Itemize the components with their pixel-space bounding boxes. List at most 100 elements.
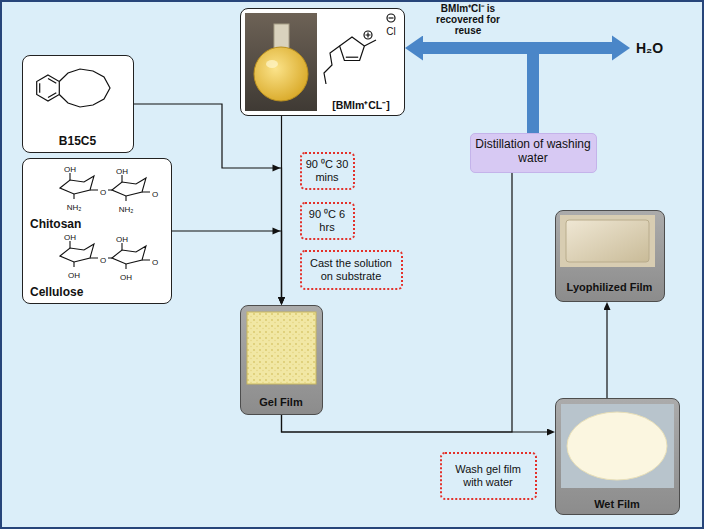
- bonds: [70, 173, 150, 201]
- process-arrow: [606, 310, 607, 398]
- label-text: O: [100, 257, 106, 265]
- photo-ground: [561, 404, 674, 488]
- label-slot: NH₂: [67, 196, 82, 214]
- label-text: OH: [64, 234, 76, 242]
- film-box: Gel Film: [240, 305, 323, 415]
- label-slot: BMIm⁺Cl⁻ is recovered for reuse: [428, 3, 508, 38]
- label-slot: O: [152, 183, 158, 201]
- label-text: OH: [64, 166, 76, 174]
- label-slot: OH: [120, 266, 132, 284]
- label-slot: Cl: [386, 21, 395, 39]
- polymer-panel: ChitosanCellulose: [22, 158, 172, 304]
- condition-box: 90 ⁰C 6 hrs: [300, 202, 355, 240]
- label-text: O: [152, 191, 158, 199]
- process-box: Distillation of washing water: [470, 133, 597, 173]
- node-text: Distillation of washing water: [474, 138, 592, 166]
- reagent-panel: [BMIm⁺CL⁻]: [240, 8, 405, 116]
- text-slot: B15C5: [27, 131, 128, 149]
- label-text: NH₂: [67, 204, 82, 212]
- photo-ground: [560, 215, 655, 267]
- minus-charge: [387, 14, 395, 22]
- lyophilized-film-photo: [560, 215, 655, 267]
- plus-sign: [366, 33, 371, 38]
- node-text: B15C5: [59, 135, 96, 149]
- gel-sample: [247, 312, 316, 384]
- label-text: OH: [116, 236, 128, 244]
- ring: [340, 37, 365, 61]
- label-slot: O: [100, 181, 106, 199]
- label-slot: O: [100, 249, 106, 267]
- text-slot: 90 ⁰C 30 mins: [304, 158, 350, 185]
- flask-neck: [274, 24, 289, 50]
- label-text: BMIm⁺Cl⁻ is recovered for reuse: [428, 3, 508, 36]
- film-box: Lyophilized Film: [555, 210, 665, 302]
- label-slot: OH: [116, 228, 128, 246]
- label-text: H₂O: [636, 41, 663, 56]
- condition-box: Wash gel film with water: [440, 452, 537, 500]
- label-text: OH: [116, 168, 128, 176]
- junction-arrow-head: [273, 228, 281, 235]
- node-text: 90 ⁰C 6 hrs: [304, 208, 350, 233]
- label-text: NH₂: [119, 206, 134, 214]
- text-slot: 90 ⁰C 6 hrs: [304, 208, 350, 235]
- reagent-panel: B15C5: [22, 55, 134, 153]
- text-slot: Distillation of washing water: [474, 138, 592, 166]
- double-bond: [346, 57, 358, 58]
- node-text: Gel Film: [259, 396, 302, 409]
- node-text: Cast the solution on substrate: [304, 257, 398, 282]
- condition-box: 90 ⁰C 30 mins: [300, 152, 355, 190]
- text-slot: Gel Film: [243, 392, 319, 410]
- label-text: O: [152, 259, 158, 267]
- plus-charge: [364, 31, 372, 39]
- label-slot: O: [152, 251, 158, 269]
- flask-highlight: [266, 60, 278, 68]
- sugar-ring: [112, 178, 146, 196]
- sugar-ring: [60, 244, 94, 262]
- text-slot: [BMIm⁺CL⁻]: [319, 95, 403, 113]
- crown-ether-structure: [37, 69, 110, 107]
- imidazolium-structure: [324, 14, 395, 84]
- butyl-chain: [324, 46, 340, 84]
- node-text: Chitosan: [30, 218, 81, 232]
- bonds: [70, 241, 150, 269]
- sugar-ring: [112, 246, 146, 264]
- photo-ground: [245, 13, 317, 111]
- text-slot: Chitosan: [30, 214, 110, 232]
- node-text: Wet Film: [594, 498, 640, 511]
- label-slot: H₂O: [636, 39, 663, 57]
- crown-ring: [59, 69, 110, 107]
- node-text: 90 ⁰C 30 mins: [304, 158, 350, 183]
- gel-film-photo: [247, 312, 316, 384]
- water-branch-arrow: [527, 42, 612, 54]
- label-slot: OH: [64, 158, 76, 176]
- recycle-arrow: [423, 48, 533, 133]
- text-slot: Cellulose: [30, 282, 110, 300]
- flask-photo: [245, 13, 317, 111]
- sugar-ring: [60, 176, 94, 194]
- label-slot: NH₂: [119, 198, 134, 216]
- label-text: O: [100, 189, 106, 197]
- water-arrow-head: [612, 36, 630, 61]
- label-slot: OH: [116, 160, 128, 178]
- benzene-bonds: [40, 79, 57, 98]
- node-text: Lyophilized Film: [567, 281, 653, 294]
- methyl-bond: [364, 40, 376, 46]
- text-slot: Cast the solution on substrate: [304, 257, 398, 284]
- junction-arrow-head: [273, 165, 281, 172]
- label-slot: OH: [68, 264, 80, 282]
- text-slot: Wash gel film with water: [444, 463, 532, 490]
- wet-film-photo: [561, 404, 674, 488]
- condition-box: Cast the solution on substrate: [300, 250, 403, 290]
- node-text: [BMIm⁺CL⁻]: [332, 99, 390, 111]
- label-text: OH: [68, 272, 80, 280]
- film-box: Wet Film: [555, 398, 680, 515]
- process-arrow: [172, 231, 282, 297]
- label-text: Cl: [386, 27, 395, 37]
- flask-body: [254, 47, 308, 101]
- minus-sign: [389, 17, 394, 18]
- cellulose-structure: [60, 241, 150, 269]
- wet-sample: [567, 412, 667, 480]
